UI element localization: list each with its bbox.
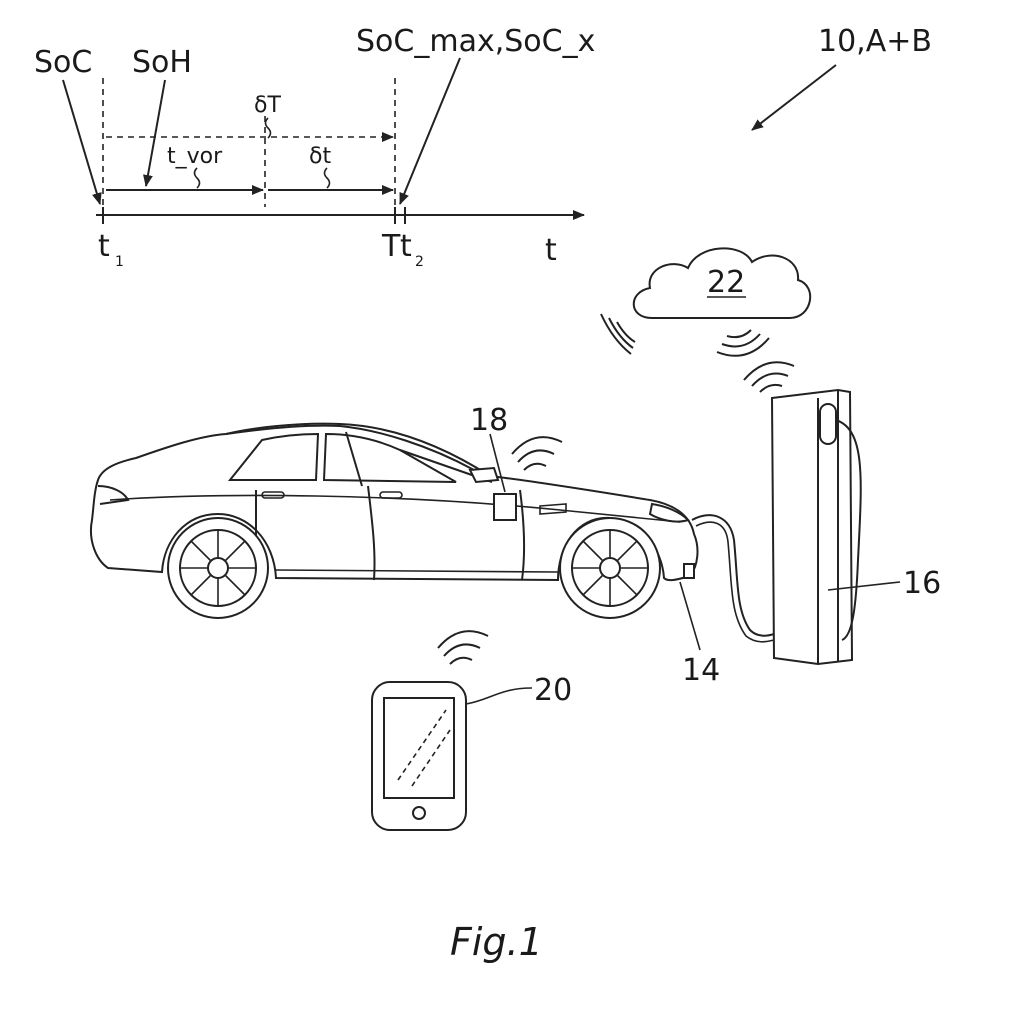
phone-ref-line <box>466 688 532 704</box>
car-side-mirror <box>470 468 498 482</box>
station-body <box>772 390 852 664</box>
t1-label: t <box>98 229 110 264</box>
system-reference: 10,A+B <box>752 24 932 130</box>
phone-signal-icon <box>438 631 488 664</box>
timeline-diagram: SoC SoH SoC_max,SoC_x δT t_vor δt t 1 T … <box>34 24 595 270</box>
car-front-wheel <box>560 518 660 618</box>
cloud-signal-icon <box>601 314 635 354</box>
cloud-server: 22 <box>601 248 810 355</box>
t-vor-squiggle <box>195 168 200 188</box>
charging-cable <box>692 515 774 636</box>
socket-ref: 14 <box>682 653 720 688</box>
time-axis-label: t <box>545 233 557 268</box>
station-signal-icon <box>744 362 794 392</box>
t-vor-label: t_vor <box>167 144 223 169</box>
soc-pointer <box>63 80 100 204</box>
car-rear-wheel <box>168 518 268 618</box>
system-pointer <box>752 65 836 130</box>
cloud-signal-icon-2 <box>717 330 769 356</box>
soc-max-label: SoC_max,SoC_x <box>356 24 595 59</box>
cloud-ref: 22 <box>707 265 745 300</box>
socket-ref-line <box>680 582 700 650</box>
delta-t-label: δt <box>309 144 331 169</box>
soh-pointer <box>146 80 165 186</box>
soc-max-pointer <box>400 58 460 204</box>
figure-caption: Fig.1 <box>450 920 543 964</box>
system-label: 10,A+B <box>818 24 932 59</box>
T-label: T <box>381 229 401 264</box>
t2-label: t <box>400 229 412 264</box>
charging-socket <box>684 564 694 578</box>
delta-T-squiggle <box>266 118 271 138</box>
delta-T-label: δT <box>254 93 281 118</box>
phone-ref: 20 <box>534 673 572 708</box>
vehicle-signal-icon <box>512 437 562 470</box>
electric-vehicle: 18 14 <box>91 403 720 688</box>
t2-subscript: 2 <box>415 254 424 270</box>
vehicle-control-unit <box>494 494 516 520</box>
t1-subscript: 1 <box>115 254 124 270</box>
soh-label: SoH <box>132 45 192 80</box>
smartphone: 20 <box>372 631 572 830</box>
soc-label: SoC <box>34 45 92 80</box>
station-holster <box>820 404 836 444</box>
delta-t-squiggle <box>325 168 330 188</box>
charger-ref: 16 <box>903 566 941 601</box>
vehicle-unit-ref: 18 <box>470 403 508 438</box>
charging-station: 16 <box>744 362 941 664</box>
